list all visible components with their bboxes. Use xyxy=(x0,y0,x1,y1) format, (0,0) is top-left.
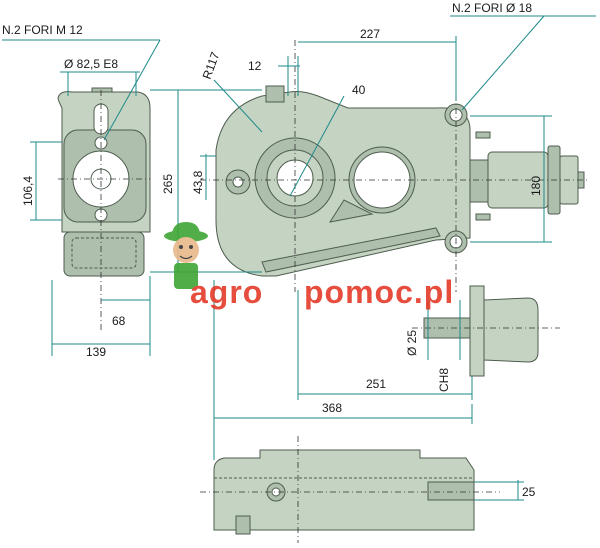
side-lower-box xyxy=(63,231,145,277)
label-flange-dia: Ø 82,5 E8 xyxy=(64,57,118,71)
label-43: 43,8 xyxy=(191,170,205,194)
main-shaft-bore xyxy=(276,159,314,197)
dimension-lines xyxy=(2,15,596,501)
label-368: 368 xyxy=(322,401,342,415)
label-holes-d18: N.2 FORI Ø 18 xyxy=(452,1,532,15)
label-12: 12 xyxy=(248,59,262,73)
label-25: 25 xyxy=(522,485,536,499)
watermark-text-left: agro xyxy=(190,274,263,310)
label-227: 227 xyxy=(360,27,380,41)
label-68: 68 xyxy=(112,314,126,328)
label-ch8: CH8 xyxy=(437,368,451,392)
side-view xyxy=(57,87,151,330)
label-dia25: Ø 25 xyxy=(405,330,419,356)
label-106: 106,4 xyxy=(21,176,35,206)
label-40: 40 xyxy=(352,83,366,97)
shaft-detail xyxy=(412,285,560,377)
label-holes-m12: N.2 FORI M 12 xyxy=(2,23,83,37)
label-139: 139 xyxy=(86,345,106,359)
shaft-detail-flange xyxy=(469,285,485,377)
label-180: 180 xyxy=(529,176,543,196)
farmer-mascot xyxy=(164,222,208,289)
label-r117: R117 xyxy=(200,50,223,81)
bottom-view xyxy=(200,436,500,543)
label-251: 251 xyxy=(366,377,386,391)
watermark: agro pomoc.pl xyxy=(164,222,454,310)
watermark-text-right: pomoc.pl xyxy=(304,274,454,310)
bottom-view-body xyxy=(213,449,475,531)
label-265: 265 xyxy=(161,174,175,194)
gearbox-housing xyxy=(215,91,471,277)
front-view xyxy=(200,40,590,292)
